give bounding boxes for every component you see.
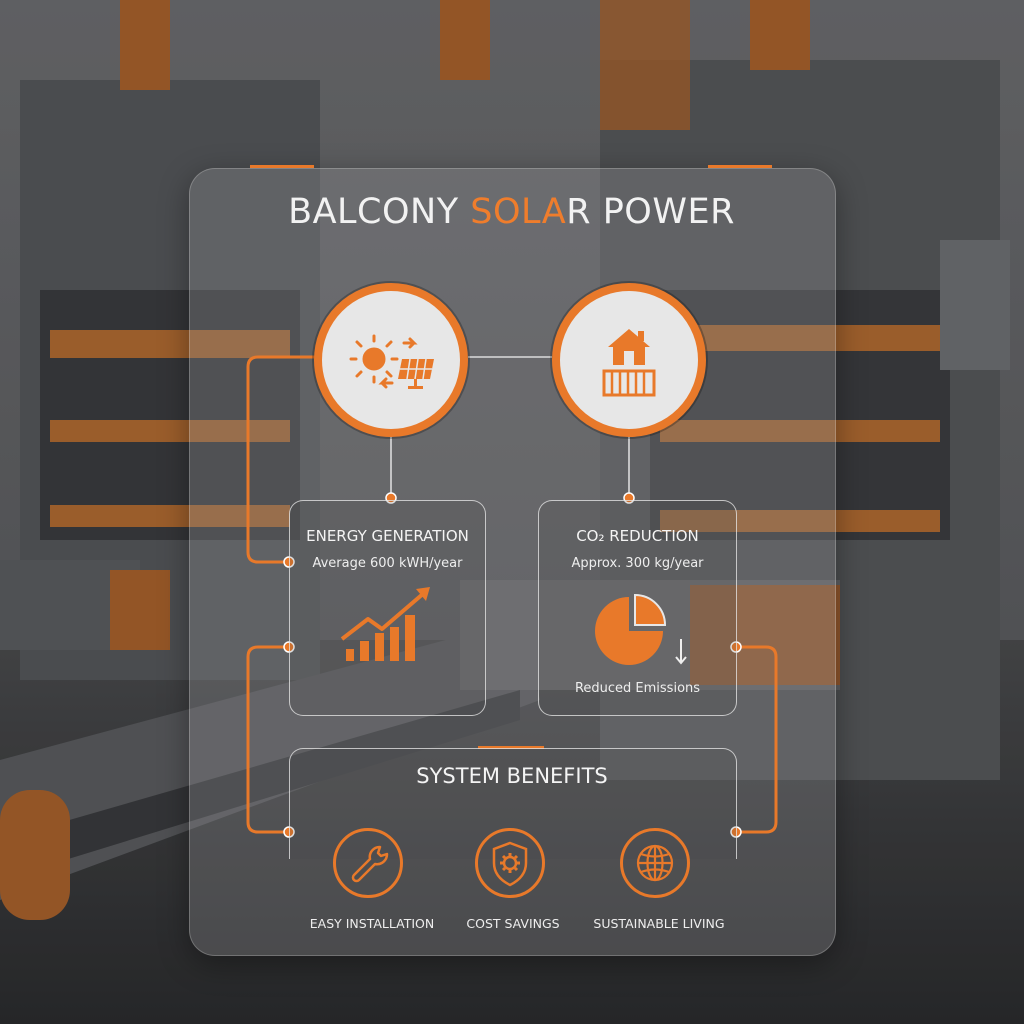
energy-generation-card: ENERGY GENERATION Average 600 kWH/year — [289, 500, 486, 716]
reduced-emissions-label: Reduced Emissions — [574, 681, 701, 696]
shield-gear-icon — [492, 841, 528, 887]
globe-icon — [636, 844, 674, 882]
easy-installation-label: EASY INSTALLATION — [309, 916, 435, 931]
energy-generation-value: Average 600 kWH/year — [312, 556, 463, 571]
panel-top-accent-right — [708, 165, 772, 168]
home-node — [552, 283, 706, 437]
energy-generation-title: ENERGY GENERATION — [306, 527, 469, 545]
page-title: BALCONY SOLAR POWER — [288, 192, 735, 232]
panel-top-accent-left — [250, 165, 314, 168]
co2-reduction-title: CO₂ REDUCTION — [576, 527, 699, 545]
system-benefits-title: SYSTEM BENEFITS — [416, 764, 608, 788]
cost-savings-label: COST SAVINGS — [466, 916, 560, 931]
easy-installation-badge — [333, 828, 403, 898]
sustainable-living-badge — [620, 828, 690, 898]
co2-reduction-card: CO₂ REDUCTION Approx. 300 kg/year Reduce… — [538, 500, 737, 716]
sun-solar-panel-icon — [349, 334, 434, 389]
cost-savings-badge — [475, 828, 545, 898]
house-battery-icon — [602, 329, 656, 397]
sustainable-living-label: SUSTAINABLE LIVING — [593, 916, 725, 931]
generation-node — [314, 283, 468, 437]
rising-bar-chart-icon — [340, 587, 430, 661]
pie-chart-down-icon — [595, 593, 687, 665]
wrench-icon — [351, 845, 389, 883]
co2-reduction-value: Approx. 300 kg/year — [571, 556, 704, 571]
